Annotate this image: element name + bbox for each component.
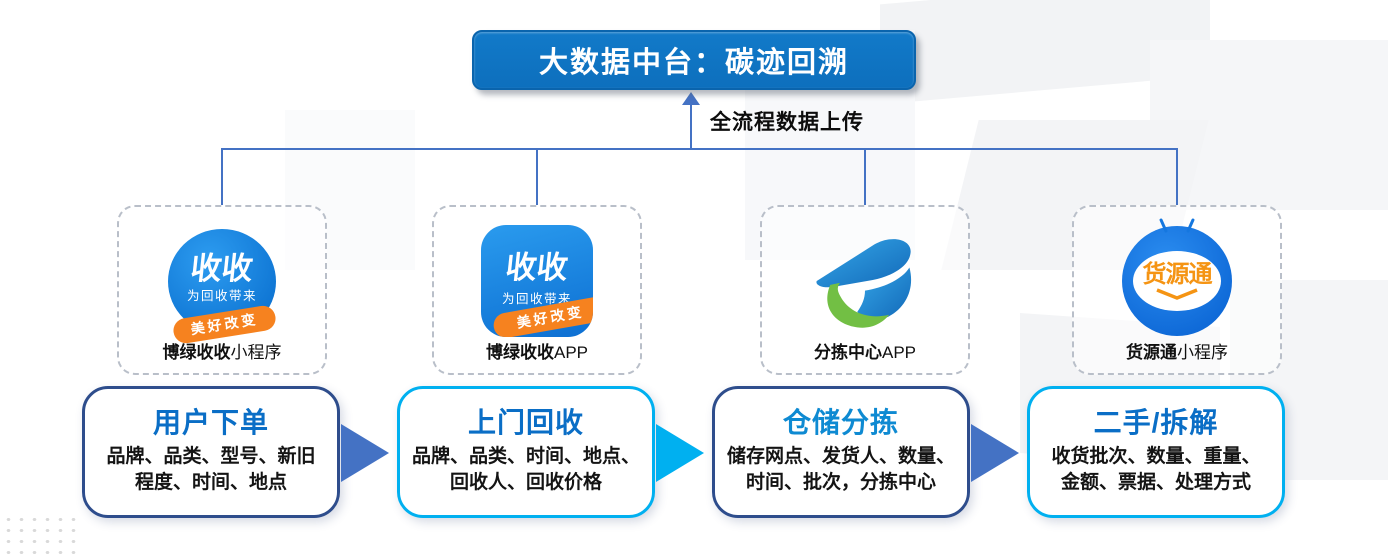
icon-brand-text: 收收 <box>188 250 255 286</box>
flow-arrow-icon <box>971 424 1019 482</box>
huoyuantong-tv-icon: 货源通 <box>1122 218 1232 339</box>
app-label: 分拣中心APP <box>813 343 917 362</box>
app-card-shoushou-miniprogram: 收收 为回收带来 美好改变 博绿收收小程序 <box>117 205 327 375</box>
connector-drop-3 <box>864 149 866 205</box>
step-detail: 品牌、品类、型号、新旧 程度、时间、地点 <box>106 446 316 494</box>
zigzag-mark <box>1156 287 1198 300</box>
up-arrowhead-icon <box>682 92 700 105</box>
shoushou-bubble-icon: 收收 为回收带来 美好改变 <box>168 223 278 345</box>
header-banner: 大数据中台：碳迹回溯 <box>472 30 916 90</box>
step-title: 二手/拆解 <box>1093 407 1219 438</box>
step-box-warehouse-sorting: 仓储分拣 储存网点、发货人、数量、 时间、批次，分拣中心 <box>712 386 970 518</box>
step-title: 仓储分拣 <box>782 407 899 438</box>
app-card-sorting-center: 分拣中心APP <box>760 205 970 375</box>
step-detail: 品牌、品类、时间、地点、 回收人、回收价格 <box>411 446 640 494</box>
upload-label: 全流程数据上传 <box>710 111 864 134</box>
dot-grid-decoration <box>2 514 82 558</box>
step-detail: 收货批次、数量、重量、 金额、票据、处理方式 <box>1051 446 1261 494</box>
app-card-shoushou-app: 收收 为回收带来 美好改变 博绿收收APP <box>432 205 642 375</box>
flow-arrow-icon <box>341 424 389 482</box>
app-label: 博绿收收APP <box>485 343 589 362</box>
icon-slogan-text: 为回收带来 <box>186 288 257 303</box>
step-title: 用户下单 <box>152 407 269 438</box>
step-box-secondhand-dismantle: 二手/拆解 收货批次、数量、重量、 金额、票据、处理方式 <box>1027 386 1285 518</box>
step-title: 上门回收 <box>467 407 584 438</box>
step-box-user-order: 用户下单 品牌、品类、型号、新旧 程度、时间、地点 <box>82 386 340 518</box>
icon-slogan-text: 为回收带来 <box>501 292 572 306</box>
shoushou-app-icon: 收收 为回收带来 美好改变 <box>481 223 593 339</box>
connector-stem <box>690 104 692 149</box>
icon-brand-text: 收收 <box>503 250 570 285</box>
connector-drop-4 <box>1176 149 1178 205</box>
app-label: 货源通小程序 <box>1126 343 1228 362</box>
app-label: 博绿收收小程序 <box>162 343 282 362</box>
page-title: 大数据中台：碳迹回溯 <box>538 47 849 79</box>
connector-drop-1 <box>221 149 223 205</box>
app-card-huoyuantong: 货源通 货源通小程序 <box>1072 205 1282 375</box>
step-detail: 储存网点、发货人、数量、 时间、批次，分拣中心 <box>726 446 955 494</box>
sorting-center-b-logo-icon <box>807 223 923 339</box>
flow-arrow-icon <box>656 424 704 482</box>
step-box-door-recycle: 上门回收 品牌、品类、时间、地点、 回收人、回收价格 <box>397 386 655 518</box>
connector-drop-2 <box>536 149 538 205</box>
connector-horizontal-line <box>221 148 1178 150</box>
icon-brand-text: 货源通 <box>1142 260 1213 288</box>
